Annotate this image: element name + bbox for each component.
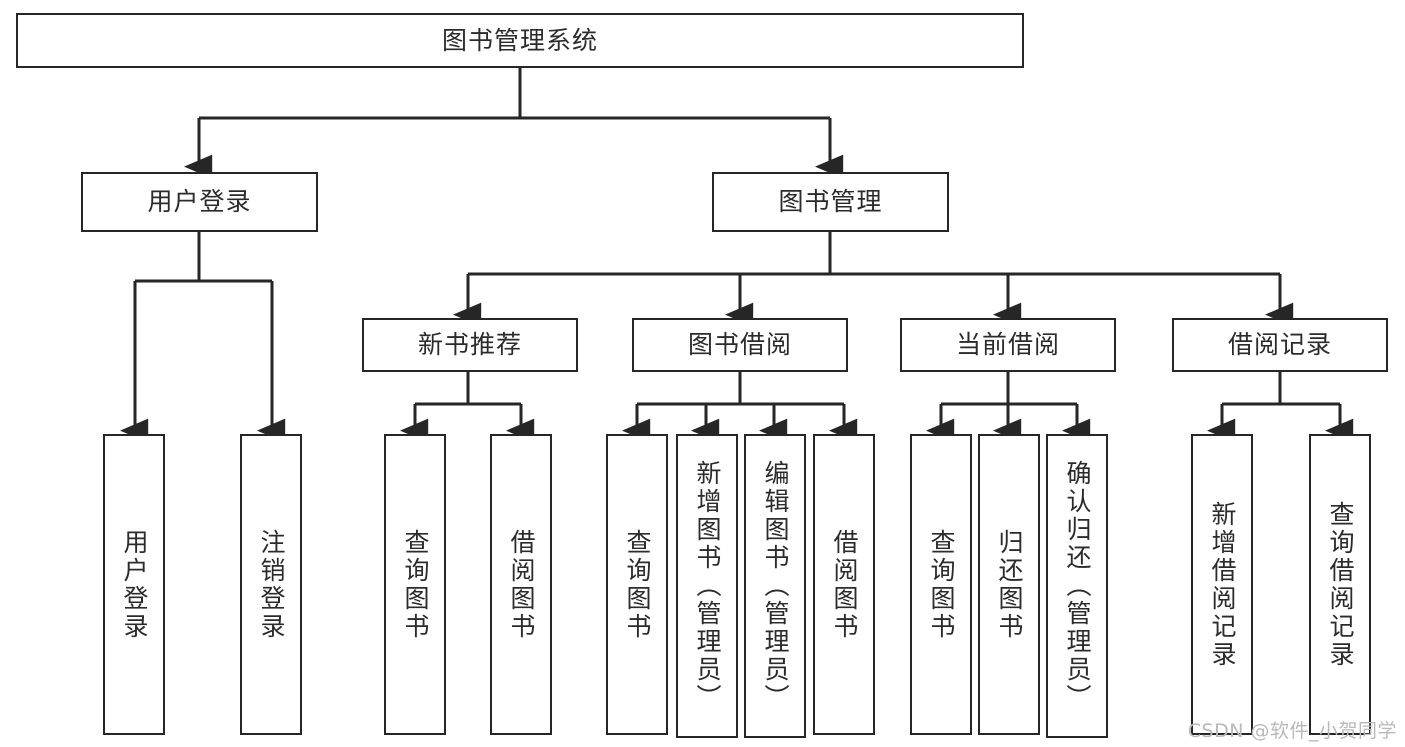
node-leaf-return-book[interactable]: 归还图书 (978, 434, 1040, 735)
node-leaf-add-record-label: 新增借阅记录 (1208, 500, 1237, 669)
node-leaf-return-book-label: 归还图书 (995, 528, 1024, 641)
node-book-borrow[interactable]: 图书借阅 (632, 318, 848, 372)
node-leaf-logout[interactable]: 注销登录 (240, 434, 302, 735)
node-borrow-record[interactable]: 借阅记录 (1172, 318, 1388, 372)
node-current-borrow[interactable]: 当前借阅 (900, 318, 1116, 372)
node-leaf-borrow-book-1-label: 借阅图书 (507, 528, 536, 641)
node-leaf-edit-book-label: 编辑图书（管理员） (761, 460, 790, 712)
node-leaf-add-record[interactable]: 新增借阅记录 (1191, 434, 1253, 735)
node-leaf-borrow-book-2-label: 借阅图书 (830, 528, 859, 641)
node-borrow-record-label: 借阅记录 (1227, 330, 1332, 360)
node-leaf-user-login[interactable]: 用户登录 (103, 434, 165, 735)
node-leaf-query-record-label: 查询借阅记录 (1326, 500, 1355, 669)
node-leaf-query-record[interactable]: 查询借阅记录 (1309, 434, 1371, 735)
node-leaf-query-book-2-label: 查询图书 (623, 528, 652, 641)
node-new-book-recommend[interactable]: 新书推荐 (362, 318, 578, 372)
node-book-borrow-label: 图书借阅 (687, 330, 792, 360)
node-leaf-query-book-1-label: 查询图书 (401, 528, 430, 641)
node-leaf-confirm-return-label: 确认归还（管理员） (1063, 460, 1092, 712)
node-leaf-query-book-2[interactable]: 查询图书 (606, 434, 668, 735)
node-user-login[interactable]: 用户登录 (81, 172, 318, 232)
node-root[interactable]: 图书管理系统 (16, 13, 1024, 68)
node-leaf-edit-book[interactable]: 编辑图书（管理员） (744, 434, 806, 738)
node-leaf-query-book-3-label: 查询图书 (927, 528, 956, 641)
node-leaf-borrow-book-2[interactable]: 借阅图书 (813, 434, 875, 735)
node-leaf-user-login-label: 用户登录 (120, 528, 149, 641)
node-leaf-logout-label: 注销登录 (257, 528, 286, 641)
node-user-login-label: 用户登录 (147, 187, 252, 217)
node-leaf-query-book-1[interactable]: 查询图书 (384, 434, 446, 735)
node-leaf-add-book[interactable]: 新增图书（管理员） (676, 434, 738, 738)
node-new-book-recommend-label: 新书推荐 (417, 330, 522, 360)
node-root-label: 图书管理系统 (441, 25, 598, 55)
node-current-borrow-label: 当前借阅 (955, 330, 1060, 360)
node-leaf-confirm-return[interactable]: 确认归还（管理员） (1046, 434, 1108, 738)
node-leaf-borrow-book-1[interactable]: 借阅图书 (490, 434, 552, 735)
node-leaf-add-book-label: 新增图书（管理员） (693, 460, 722, 712)
node-book-management-label: 图书管理 (778, 187, 883, 217)
node-book-management[interactable]: 图书管理 (712, 172, 949, 232)
node-leaf-query-book-3[interactable]: 查询图书 (910, 434, 972, 735)
